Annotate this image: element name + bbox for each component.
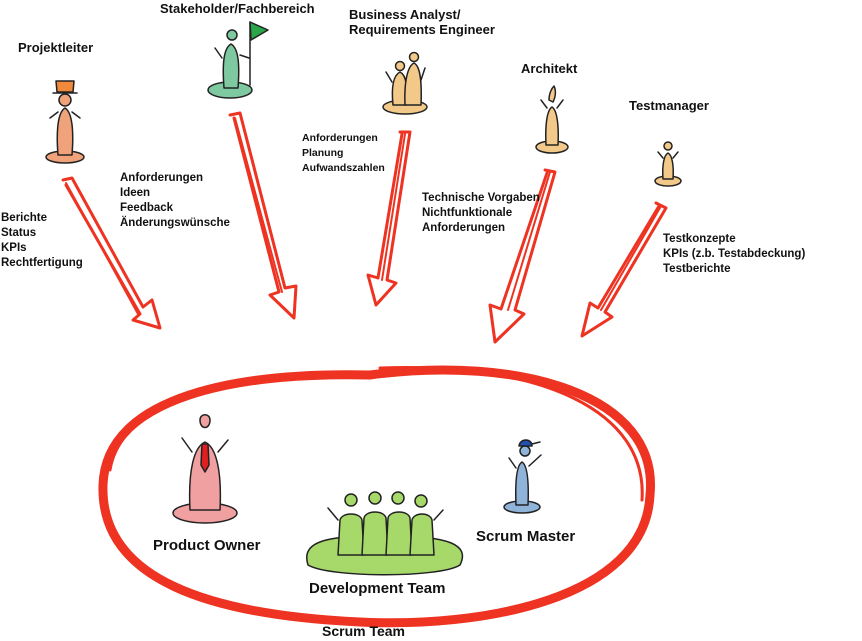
role-architekt-label: Architekt <box>521 61 578 76</box>
flow-item: Testberichte <box>663 263 731 275</box>
stakeholder-figure <box>207 21 269 99</box>
arrow-testmanager <box>580 201 668 338</box>
product-owner-label: Product Owner <box>153 537 261 554</box>
flow-item: Anforderungen <box>302 132 378 144</box>
flow-stakeholder-text: Anforderungen Ideen Feedback Änderungswü… <box>120 171 230 231</box>
role-business-analyst-line-2: Requirements Engineer <box>349 22 495 37</box>
scrum-team-ellipse <box>98 365 655 628</box>
flow-projektleiter-text: Berichte Status KPIs Rechtfertigung <box>1 211 83 271</box>
flow-architekt-text: Technische Vorgaben Nichtfunktionale Anf… <box>422 191 540 236</box>
development-team-label: Development Team <box>309 580 446 597</box>
role-testmanager-label: Testmanager <box>629 98 709 113</box>
role-business-analyst-label: Business Analyst/ Requirements Engineer <box>349 7 495 37</box>
flow-item: Feedback <box>120 202 174 214</box>
flow-item: Aufwandszahlen <box>302 162 385 174</box>
flow-business-analyst-text: Anforderungen Planung Aufwandszahlen <box>302 131 385 176</box>
arrow-projektleiter <box>61 176 162 330</box>
flow-item: Rechtfertigung <box>1 257 83 269</box>
flow-item: Anforderungen <box>422 222 506 234</box>
flow-item: KPIs <box>1 242 27 254</box>
flow-item: Planung <box>302 147 344 159</box>
role-stakeholder-label: Stakeholder/Fachbereich <box>160 1 315 16</box>
arrow-business-analyst <box>366 130 412 307</box>
role-projektleiter-label: Projektleiter <box>18 40 94 55</box>
flow-item: Anforderungen <box>120 172 204 184</box>
flow-item: Berichte <box>1 212 48 224</box>
scrum-master-figure <box>503 439 542 514</box>
business-analyst-figure <box>382 51 428 115</box>
flow-item: Technische Vorgaben <box>422 192 540 204</box>
projektleiter-figure <box>45 80 85 164</box>
role-business-analyst-line-1: Business Analyst/ <box>349 7 461 22</box>
architekt-figure <box>535 85 569 154</box>
arrow-architekt <box>488 168 557 344</box>
arrow-stakeholder <box>228 111 298 320</box>
scrum-team-label: Scrum Team <box>322 623 405 639</box>
flow-item: Ideen <box>120 187 151 199</box>
product-owner-figure <box>172 414 238 524</box>
flow-testmanager-text: Testkonzepte KPIs (z.b. Testabdeckung) T… <box>663 232 805 277</box>
flow-item: Status <box>1 227 37 239</box>
flow-item: KPIs (z.b. Testabdeckung) <box>663 248 806 260</box>
flow-item: Testkonzepte <box>663 233 736 245</box>
scrum-master-label: Scrum Master <box>476 528 576 545</box>
testmanager-figure <box>654 141 682 187</box>
development-team-figure <box>306 491 464 576</box>
flow-item: Nichtfunktionale <box>422 207 513 219</box>
flow-item: Änderungswünsche <box>120 217 230 229</box>
